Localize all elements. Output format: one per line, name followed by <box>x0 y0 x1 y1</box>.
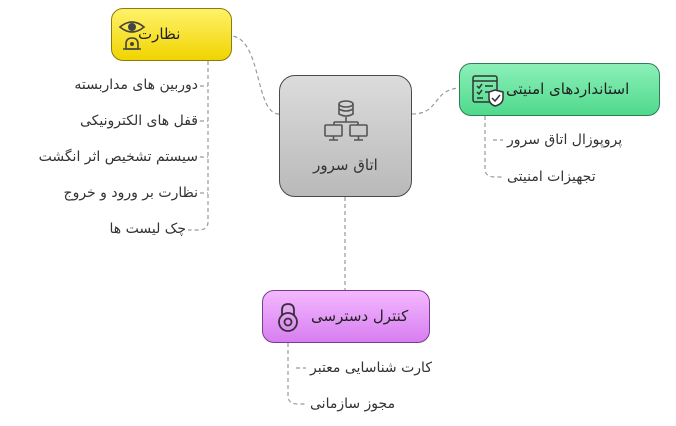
checklist-shield-icon <box>471 73 505 111</box>
connector-center-monitoring <box>231 35 280 115</box>
leaf-standards-1[interactable]: پروپوزال اتاق سرور <box>507 132 623 148</box>
leaf-access-1[interactable]: کارت شناسایی معتبر <box>310 360 432 376</box>
connector-center-standards <box>411 87 460 115</box>
connector-monitoring-leaves <box>188 61 209 231</box>
leaf-monitoring-3[interactable]: سیستم تشخیص اثر انگشت <box>38 149 198 165</box>
padlock-icon <box>277 303 299 337</box>
connector-standards-leaves <box>484 116 502 178</box>
branch-node-standards[interactable]: استانداردهای امنیتی <box>459 63 660 116</box>
server-network-icon <box>322 98 370 148</box>
leaf-access-2[interactable]: مجوز سازمانی <box>310 396 396 412</box>
central-node-label: اتاق سرور <box>313 156 378 174</box>
branch-node-monitoring[interactable]: نظارت <box>111 8 232 61</box>
branch-label-monitoring: نظارت <box>138 25 181 43</box>
leaf-monitoring-1[interactable]: دوربین های مداربسته <box>74 77 198 93</box>
leaf-standards-2[interactable]: تجهیزات امنیتی <box>507 169 596 185</box>
leaf-monitoring-5[interactable]: چک لیست ها <box>109 221 186 237</box>
branch-label-standards: استانداردهای امنیتی <box>506 80 630 98</box>
leaf-monitoring-2[interactable]: قفل های الکترونیکی <box>79 113 198 129</box>
central-node[interactable]: اتاق سرور <box>279 75 412 197</box>
leaf-monitoring-4[interactable]: نظارت بر ورود و خروج <box>63 185 198 201</box>
connector-access-leaves <box>287 343 305 405</box>
eye-alarm-icon <box>117 17 147 57</box>
branch-node-access[interactable]: کنترل دسترسی <box>262 290 430 343</box>
branch-label-access: کنترل دسترسی <box>311 307 409 325</box>
